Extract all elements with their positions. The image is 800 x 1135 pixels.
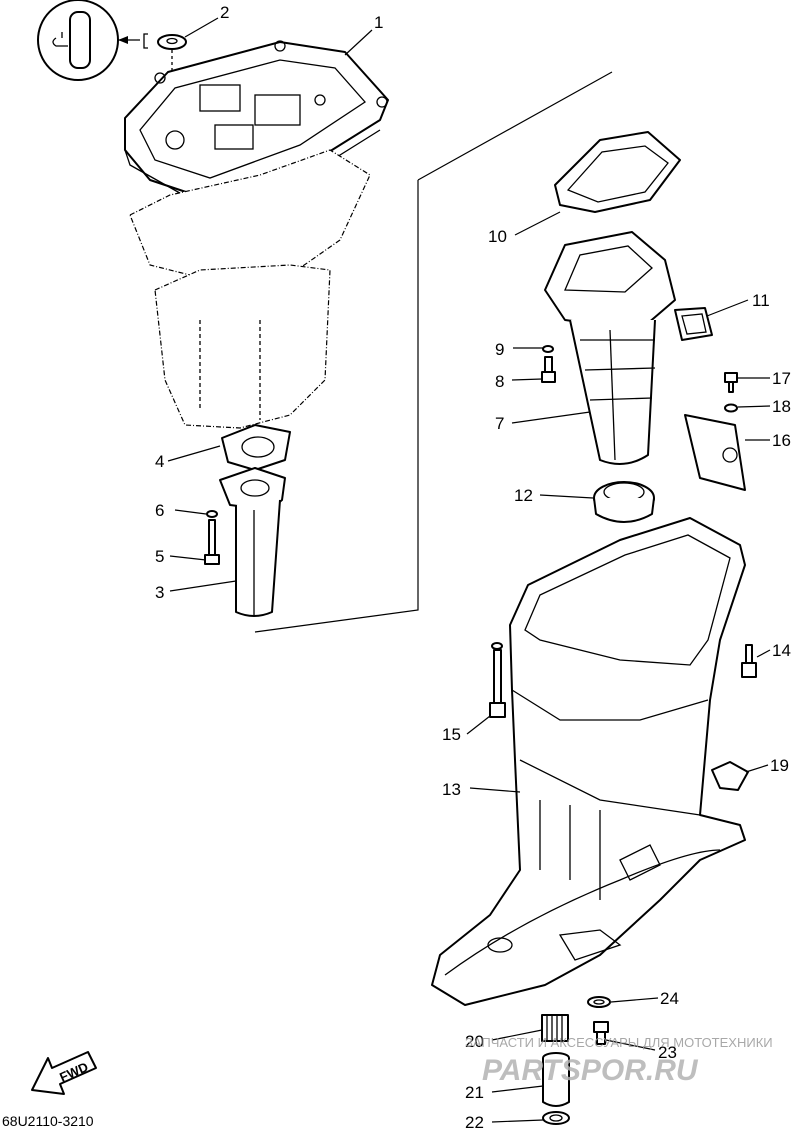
watermark-tagline: ЗАПЧАСТИ И АКСЕССУАРЫ ДЛЯ МОТОТЕХНИКИ [465, 1035, 773, 1050]
callout-1: 1 [374, 13, 383, 32]
washer-22 [542, 1111, 570, 1125]
callout-20: 20 [465, 1032, 484, 1051]
callout-13: 13 [442, 780, 461, 799]
callout-7: 7 [495, 414, 504, 433]
bolt-15 [489, 642, 506, 718]
fwd-arrow-icon: FWD [31, 1051, 97, 1095]
callout-4: 4 [155, 452, 164, 471]
callout-18: 18 [772, 397, 791, 416]
callout-2: 2 [220, 3, 229, 22]
callout-3: 3 [155, 583, 164, 602]
leader-lines [167, 17, 771, 1123]
collar [542, 1052, 570, 1107]
upper-casing [431, 517, 746, 1006]
callout-5: 5 [155, 547, 164, 566]
detail-inset [37, 0, 148, 81]
callout-6: 6 [155, 501, 164, 520]
callout-21: 21 [465, 1083, 484, 1102]
bolt-14 [741, 644, 757, 678]
callout-19: 19 [770, 756, 789, 775]
muffler [544, 231, 676, 465]
seal [593, 481, 655, 523]
group-outline [254, 71, 613, 633]
callout-24: 24 [660, 989, 679, 1008]
plug [593, 1021, 609, 1045]
callout-23: 23 [658, 1043, 677, 1062]
callout-11: 11 [752, 291, 770, 310]
callout-22: 22 [465, 1113, 484, 1130]
damper [674, 307, 713, 341]
washer-24 [587, 996, 611, 1008]
callout-10: 10 [488, 227, 507, 246]
oil-pan [154, 264, 331, 429]
callout-17: 17 [772, 369, 791, 388]
callout-9: 9 [495, 340, 504, 359]
callout-16: 16 [772, 431, 791, 450]
exhaust-tube [219, 467, 286, 617]
plate [684, 372, 746, 491]
small-gasket [221, 424, 291, 471]
bolt-8 [541, 345, 556, 383]
callout-14: 14 [772, 641, 791, 660]
callout-labels: 1 2 3 4 5 6 7 8 9 10 11 12 13 14 15 16 1… [155, 3, 791, 1132]
watermark: ЗАПЧАСТИ И АКСЕССУАРЫ ДЛЯ МОТОТЕХНИКИ PA… [465, 1035, 773, 1087]
drawing-code: 68U2110-3210 [2, 1113, 94, 1129]
callout-12: 12 [514, 486, 533, 505]
callout-8: 8 [495, 372, 504, 391]
callout-15: 15 [442, 725, 461, 744]
bushing [541, 1014, 569, 1042]
watermark-site: PARTSPOR.RU [482, 1054, 699, 1087]
muffler-gasket [554, 131, 681, 213]
bolt-5 [204, 510, 220, 565]
clip [711, 761, 749, 791]
